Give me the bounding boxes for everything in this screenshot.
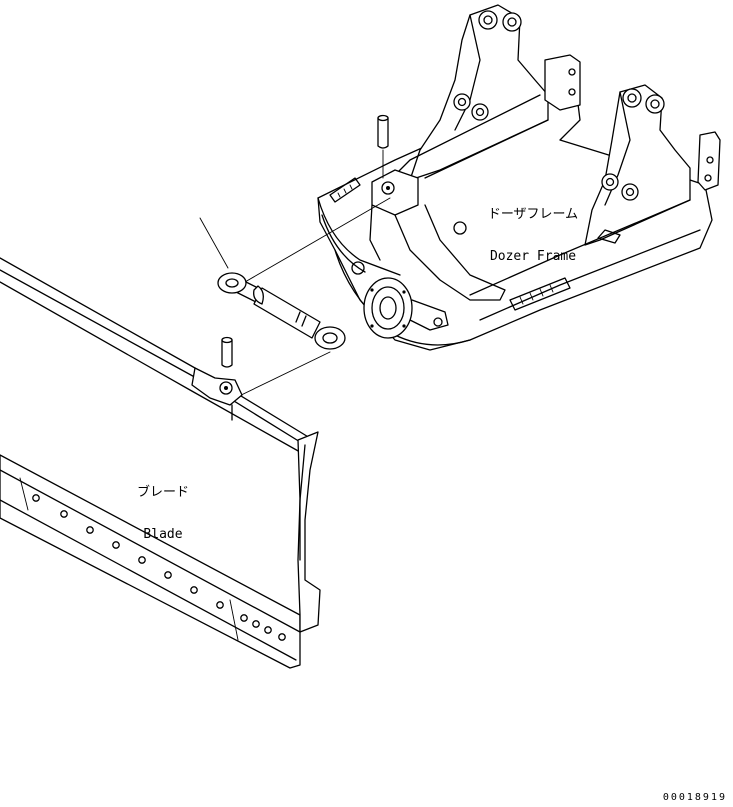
upper-pin [377, 114, 389, 179]
dozer-frame [317, 4, 721, 351]
dozer-frame-label: ドーザフレーム Dozer Frame [478, 180, 588, 278]
blade-label-jp: ブレード [136, 485, 189, 500]
lower-pin [221, 336, 233, 368]
hydraulic-cylinder [217, 272, 346, 350]
drawing-number: 00018919 [662, 792, 727, 803]
dozer-frame-label-jp: ドーザフレーム [487, 207, 579, 222]
blade-label: ブレード Blade [128, 458, 198, 556]
leader-line-lower [234, 351, 331, 399]
callout-leader [199, 217, 229, 269]
dozer-frame-label-en: Dozer Frame [489, 249, 577, 264]
leader-line-upper [244, 197, 391, 283]
blade [0, 257, 321, 669]
blade-label-en: Blade [143, 527, 183, 542]
